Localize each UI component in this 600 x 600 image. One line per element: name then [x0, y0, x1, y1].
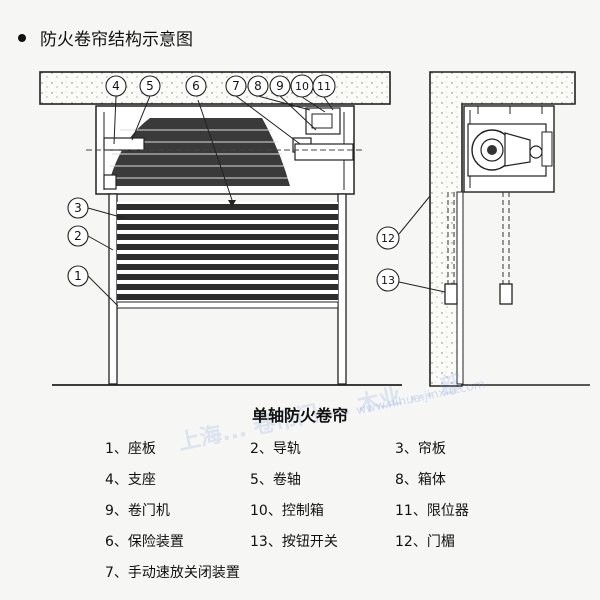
legend-item: 1座板	[105, 438, 156, 458]
legend-label: 卷轴	[272, 472, 301, 488]
svg-text:4: 4	[112, 79, 120, 93]
legend-label: 卷门机	[127, 503, 170, 519]
svg-text:5: 5	[146, 79, 154, 93]
callout-3: 3	[67, 197, 89, 219]
callout-10: 10	[290, 74, 314, 98]
legend-item: 7手动速放关闭装置	[105, 562, 240, 582]
svg-text:2: 2	[74, 229, 82, 243]
legend-item: 13按钮开关	[250, 531, 338, 551]
legend-label: 帘板	[417, 441, 446, 457]
svg-text:9: 9	[276, 79, 284, 93]
svg-text:3: 3	[74, 201, 82, 215]
svg-text:11: 11	[317, 80, 331, 93]
legend-label: 保险装置	[127, 534, 184, 550]
callout-7: 7	[225, 75, 247, 97]
legend-label: 支座	[127, 472, 156, 488]
bullet-icon	[18, 34, 26, 42]
legend-item: 4支座	[105, 469, 156, 489]
legend-label: 导轨	[272, 441, 301, 457]
legend-item: 2导轨	[250, 438, 301, 458]
legend-number: 5	[250, 472, 273, 488]
front-lintel	[39, 71, 391, 105]
legend-item: 5卷轴	[250, 469, 301, 489]
callout-5: 5	[139, 75, 161, 97]
legend-item: 10控制箱	[250, 500, 324, 520]
button-box-right	[499, 283, 513, 305]
legend-item: 9卷门机	[105, 500, 170, 520]
legend-label: 限位器	[426, 503, 469, 519]
leader-lines-side	[398, 195, 446, 293]
callout-1: 1	[67, 265, 89, 287]
legend-number: 13	[250, 534, 282, 550]
button-box-left	[444, 283, 458, 305]
legend-number: 6	[105, 534, 128, 550]
callout-8: 8	[247, 75, 269, 97]
legend-item: 11限位器	[395, 500, 469, 520]
motor-assembly	[292, 107, 354, 161]
curtain-roll	[108, 118, 290, 186]
callout-2: 2	[67, 225, 89, 247]
svg-text:10: 10	[295, 80, 309, 93]
callout-11: 11	[312, 74, 336, 98]
legend-item: 12门楣	[395, 531, 455, 551]
callouts-front: 4 5 6 7 8 9 10 11 3 2 1	[67, 74, 336, 287]
legend-number: 10	[250, 503, 282, 519]
callout-13: 13	[376, 268, 400, 292]
callout-12: 12	[376, 226, 400, 250]
legend-label: 控制箱	[281, 503, 324, 519]
leader-lines-front	[87, 95, 334, 307]
svg-text:1: 1	[74, 269, 82, 283]
callout-6: 6	[185, 75, 207, 97]
page-title: 防火卷帘结构示意图	[18, 30, 193, 50]
bottom-seat-plate	[116, 301, 339, 309]
legend-number: 1	[105, 441, 128, 457]
legend-number: 4	[105, 472, 128, 488]
left-bracket	[103, 137, 145, 190]
legend-item: 3帘板	[395, 438, 446, 458]
legend-number: 7	[105, 565, 128, 581]
callout-4: 4	[105, 75, 127, 97]
legend-number: 12	[395, 534, 427, 550]
legend-number: 3	[395, 441, 418, 457]
legend-label: 按钮开关	[281, 534, 338, 550]
legend-label: 手动速放关闭装置	[127, 565, 240, 581]
svg-text:6: 6	[192, 79, 200, 93]
legend-number: 8	[395, 472, 418, 488]
legend-item: 8箱体	[395, 469, 446, 489]
callout-9: 9	[269, 75, 291, 97]
legend-label: 座板	[127, 441, 156, 457]
callouts-side: 12 13	[376, 226, 400, 292]
legend-number: 2	[250, 441, 273, 457]
legend-item: 6保险装置	[105, 531, 184, 551]
svg-text:13: 13	[381, 274, 395, 287]
svg-text:12: 12	[381, 232, 395, 245]
legend-number: 9	[105, 503, 128, 519]
svg-text:7: 7	[232, 79, 240, 93]
side-view	[429, 71, 590, 387]
legend-label: 箱体	[417, 472, 446, 488]
svg-text:8: 8	[254, 79, 262, 93]
title-text: 防火卷帘结构示意图	[40, 30, 193, 50]
legend-number: 11	[395, 503, 427, 519]
legend-label: 门楣	[426, 534, 455, 550]
diagram-caption: 单轴防火卷帘	[251, 406, 348, 425]
curtain-slats	[116, 202, 339, 309]
